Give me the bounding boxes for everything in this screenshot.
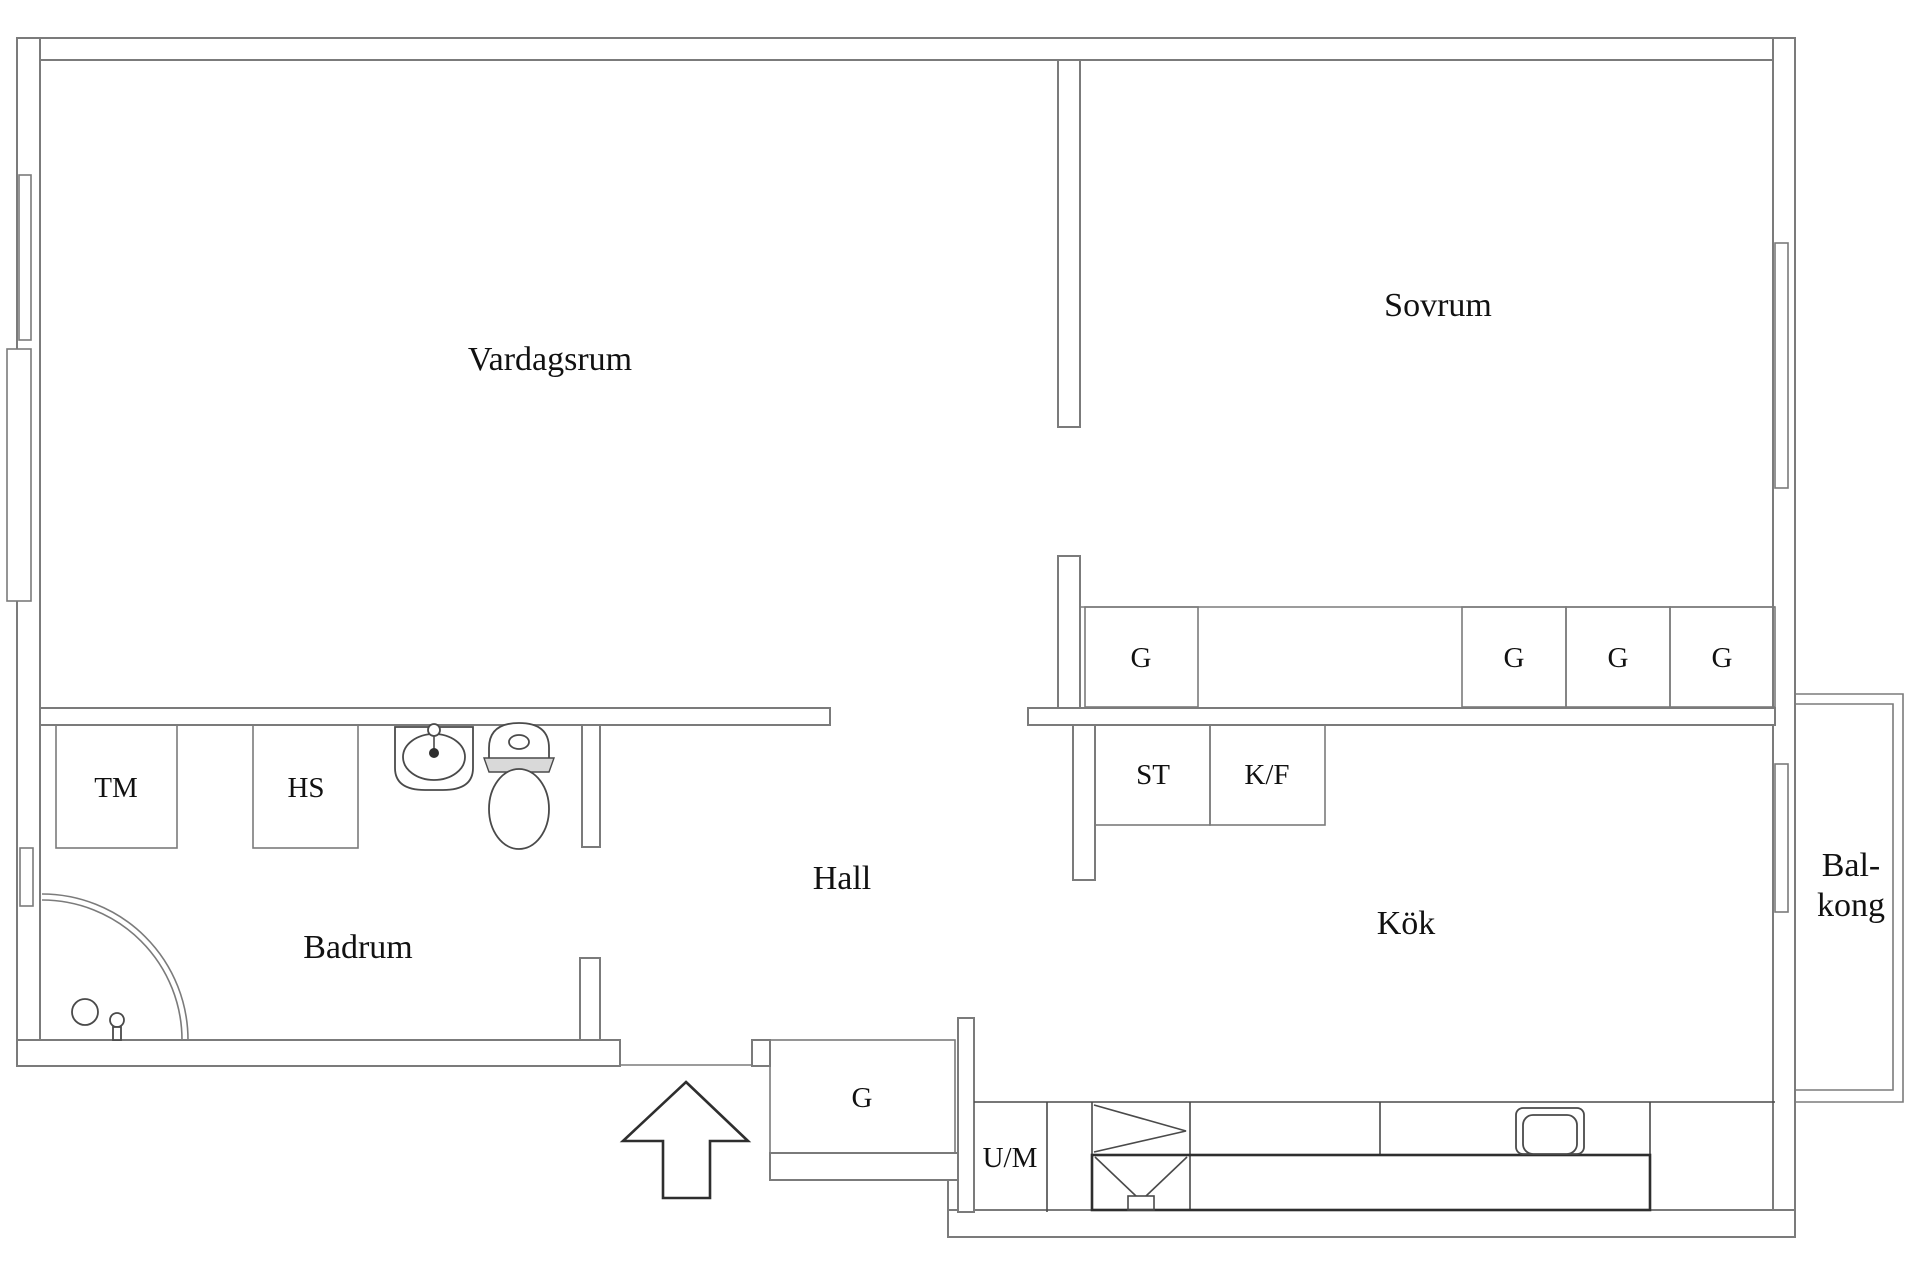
closet-g-sovrum-box-3 <box>1669 606 1776 708</box>
toilet-icon <box>483 722 555 850</box>
closet-g-hall-box <box>769 1039 956 1154</box>
closet-hs-box <box>252 724 359 849</box>
wall-under-hall-closet <box>769 1152 959 1181</box>
stove-icon <box>1093 1104 1188 1211</box>
wall-badrum-north <box>39 707 831 726</box>
bathroom-sink-icon <box>394 723 474 791</box>
room-label-balkong-line2: kong <box>1817 887 1885 924</box>
bathroom-sink-drain <box>429 748 439 758</box>
wall-right <box>1772 37 1796 1238</box>
shower-arc-outer <box>41 899 183 1041</box>
balcony-inner-rail <box>1795 703 1894 1091</box>
wall-bottom-badrum <box>16 1039 621 1067</box>
oven-symbol-right <box>1145 1156 1188 1197</box>
window-badrum <box>19 847 34 907</box>
shower-head-stem <box>112 1026 122 1041</box>
label-hs: HS <box>287 772 324 804</box>
toilet-button <box>508 734 530 750</box>
wall-um-divider <box>957 1017 975 1213</box>
window-vardagsrum-left-upper <box>18 174 32 341</box>
kitchen-sink-basin <box>1522 1114 1578 1155</box>
wall-sovrum-door-jamb <box>1057 555 1081 709</box>
closet-tm-box <box>55 724 178 849</box>
room-label-kok: Kök <box>1377 905 1436 942</box>
window-sovrum <box>1774 242 1789 489</box>
label-g-sovrum-1: G <box>1504 642 1525 674</box>
wall-top <box>16 37 1796 61</box>
closet-g-kitchen-box <box>1084 606 1199 708</box>
counter-base-cabinet <box>1090 1153 1652 1212</box>
shower-icon <box>41 893 189 1041</box>
label-g-hall: G <box>852 1082 873 1114</box>
entrance-right-jamb <box>751 1039 771 1067</box>
shower-head <box>109 1012 125 1028</box>
wall-kitchen-north <box>1027 707 1776 726</box>
room-label-sovrum: Sovrum <box>1384 287 1492 324</box>
kitchen-sink-icon <box>1515 1107 1585 1155</box>
entrance-arrow-icon <box>619 1080 752 1200</box>
wall-badrum-door-lower-jamb <box>579 957 601 1041</box>
room-label-vardagsrum: Vardagsrum <box>468 341 632 378</box>
label-g-sovrum-2: G <box>1608 642 1629 674</box>
label-um: U/M <box>983 1142 1038 1174</box>
label-st: ST <box>1136 759 1170 791</box>
toilet-hinge <box>483 757 555 773</box>
oven-symbol-stem <box>1127 1195 1155 1211</box>
label-g-sovrum-3: G <box>1712 642 1733 674</box>
label-tm: TM <box>94 772 138 804</box>
window-kitchen-balcony-door <box>1774 763 1789 913</box>
wall-bottom-kitchen <box>947 1209 1796 1238</box>
oven-symbol-left <box>1094 1156 1137 1197</box>
label-g-kitchen: G <box>1131 642 1152 674</box>
wall-badrum-door-upper-jamb <box>581 724 601 848</box>
label-kf: K/F <box>1244 759 1289 791</box>
toilet-bowl <box>488 768 550 850</box>
window-vardagsrum-left-lower <box>6 348 32 602</box>
room-label-balkong-line1: Bal- <box>1822 847 1881 884</box>
wall-hall-kitchen-divider <box>1072 724 1096 881</box>
balcony-outer-rail <box>1795 693 1904 1103</box>
wall-vardagsrum-sovrum <box>1057 59 1081 428</box>
room-label-badrum: Badrum <box>303 929 413 966</box>
shower-drain <box>71 998 99 1026</box>
stove-top-symbol <box>1093 1104 1187 1153</box>
room-label-hall: Hall <box>813 860 872 897</box>
shower-arc-inner <box>41 893 189 1041</box>
closet-kf-box <box>1209 724 1326 826</box>
bathroom-sink-tap-head <box>427 723 441 737</box>
